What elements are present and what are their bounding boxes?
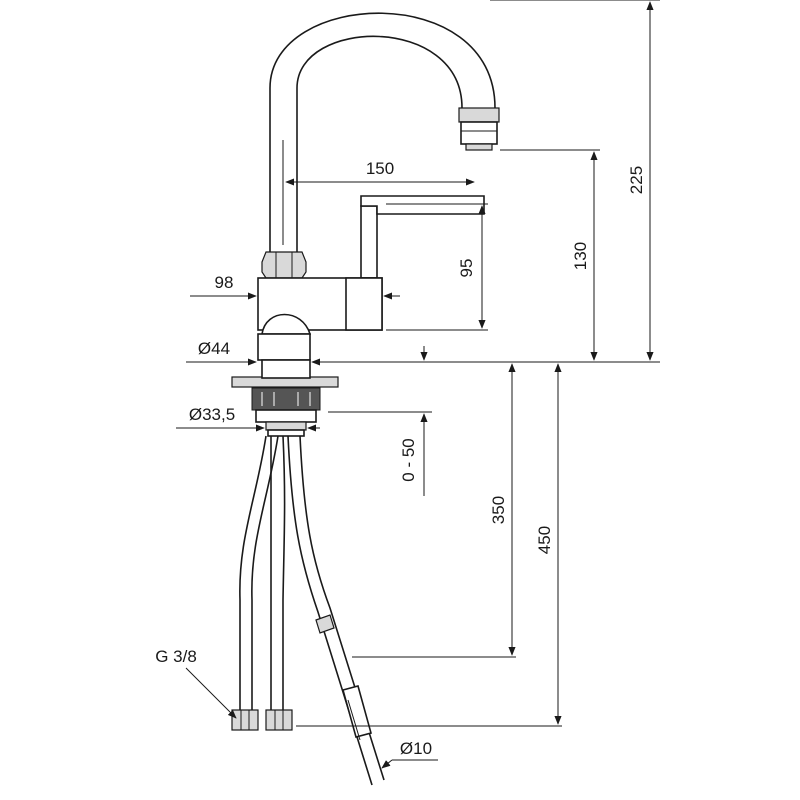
supply-hose-left [239, 435, 267, 710]
hose-nut-left [231, 709, 259, 731]
hoses [231, 435, 385, 786]
dim-label-450: 450 [535, 526, 554, 554]
dim-label-d10: Ø10 [400, 739, 432, 758]
dimension-labels: 150 225 130 95 98 Ø44 Ø33,5 0 - 50 350 4… [155, 159, 646, 758]
spray-hose [287, 435, 373, 786]
leader-d10-arrow [381, 759, 393, 769]
dim-label-98: 98 [215, 273, 234, 292]
spout-inner [296, 35, 463, 252]
lever-handle [360, 205, 378, 279]
spray-hose-fitting [342, 685, 372, 738]
base-cylinder [257, 333, 311, 361]
extension-lines [296, 0, 660, 727]
leader-g38 [185, 667, 237, 719]
dim-label-225: 225 [627, 166, 646, 194]
dim-label-d335: Ø33,5 [189, 405, 235, 424]
dim-label-g38: G 3/8 [155, 647, 197, 666]
dim-label-350: 350 [489, 496, 508, 524]
faucet-outline [231, 12, 500, 437]
dimension-lines [176, 1, 654, 769]
spout-nut [261, 251, 307, 279]
hose-nut-center [265, 709, 293, 731]
dim-label-150: 150 [366, 159, 394, 178]
spout-outer [269, 12, 496, 252]
cartridge-housing [345, 277, 383, 331]
dim-label-d44: Ø44 [198, 339, 230, 358]
shank [261, 359, 311, 379]
dim-label-95: 95 [457, 259, 476, 278]
aerator [458, 107, 500, 123]
dim-label-0-50: 0 - 50 [399, 438, 418, 481]
dim-label-130: 130 [571, 242, 590, 270]
base-dome [261, 313, 312, 335]
